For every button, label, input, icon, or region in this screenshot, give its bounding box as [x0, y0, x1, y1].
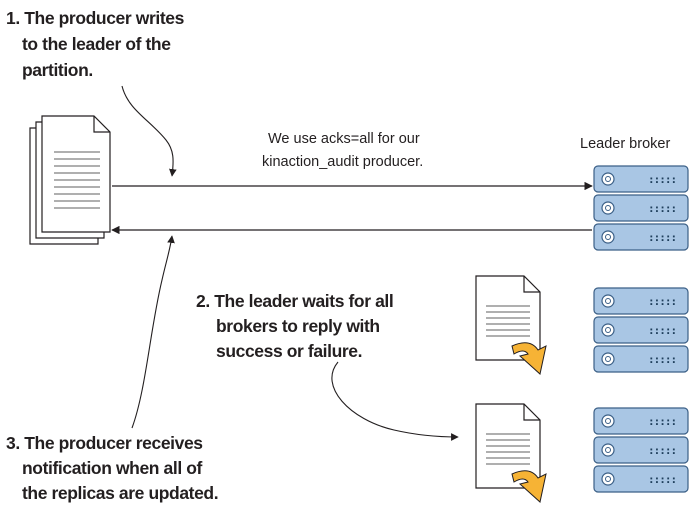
server-dots: ::::: [648, 202, 676, 215]
follower-broker-server-2: ::::: ::::: ::::: [593, 407, 689, 493]
step3-arrow [131, 235, 175, 429]
server-dots: ::::: [648, 353, 676, 366]
acks-note-line1: We use acks=all for our [268, 131, 420, 147]
server-dots: ::::: [648, 324, 676, 337]
replica-document-icon-2 [475, 403, 547, 503]
leader-broker-label: Leader broker [580, 136, 670, 152]
step3-line2: notification when all of [22, 458, 203, 478]
leader-broker-server: ::::: ::::: ::::: [593, 165, 689, 251]
acks-note: We use acks=all for our kinaction_audit … [262, 131, 424, 170]
replica-document-icon-1 [475, 275, 547, 375]
step3-line3: the replicas are updated. [22, 483, 218, 503]
step1-line2: to the leader of the [22, 34, 171, 54]
server-dots: ::::: [648, 473, 676, 486]
server-dots: ::::: [648, 173, 676, 186]
server-dots: ::::: [648, 231, 676, 244]
step2-line2: brokers to reply with [216, 316, 380, 336]
producer-document-icon [29, 115, 111, 245]
step1-line1: 1. The producer writes [6, 8, 185, 28]
server-dots: ::::: [648, 295, 676, 308]
step1-line3: partition. [22, 60, 93, 80]
step1-arrow [121, 85, 177, 177]
step3-callout: 3. The producer receives notification wh… [6, 433, 218, 503]
step2-line3: success or failure. [216, 341, 362, 361]
step2-line1: 2. The leader waits for all [196, 291, 393, 311]
acks-note-line2: kinaction_audit producer. [262, 154, 423, 170]
step2-arrow [331, 361, 459, 441]
step1-callout: 1. The producer writes to the leader of … [6, 8, 188, 80]
server-dots: ::::: [648, 415, 676, 428]
step2-callout: 2. The leader waits for all brokers to r… [196, 291, 398, 361]
follower-broker-server-1: ::::: ::::: ::::: [593, 287, 689, 373]
step3-line1: 3. The producer receives [6, 433, 203, 453]
server-dots: ::::: [648, 444, 676, 457]
